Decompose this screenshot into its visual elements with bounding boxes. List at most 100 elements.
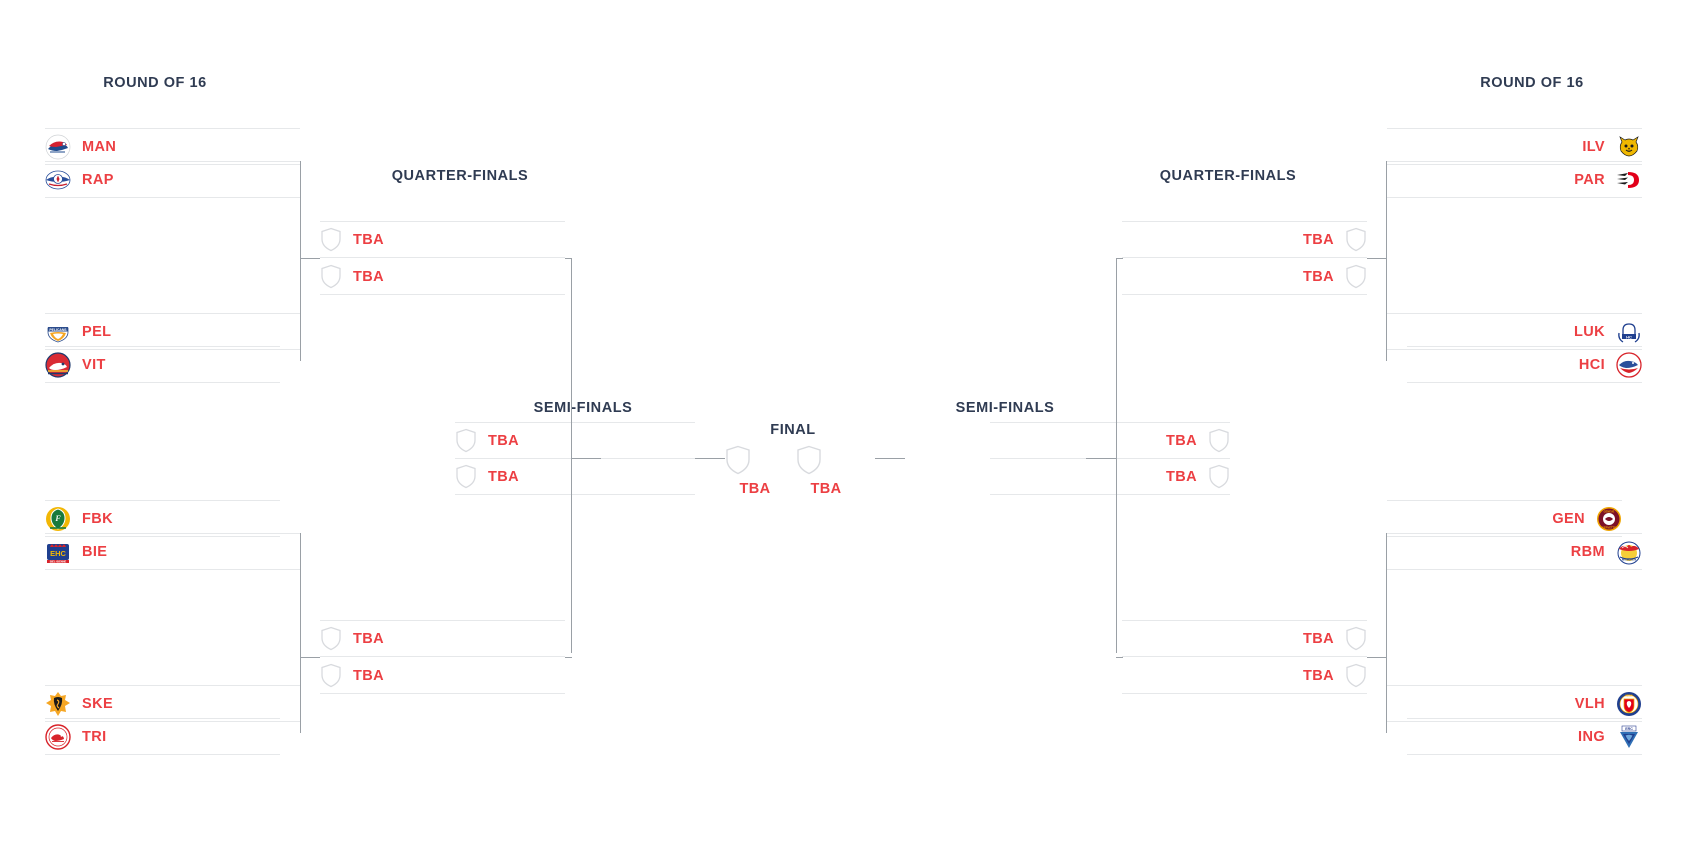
team-code: TBA bbox=[810, 481, 842, 497]
match-slot-r16-left-4[interactable]: VIT bbox=[45, 346, 280, 383]
slot-rule-bottom bbox=[45, 164, 300, 165]
slot-rule-top bbox=[45, 685, 300, 686]
placeholder-shield-icon bbox=[796, 445, 856, 475]
placeholder-shield-icon bbox=[725, 445, 785, 475]
match-slot-r16-right-8[interactable]: ERC ING bbox=[1407, 718, 1642, 755]
match-slot-sf-right-1[interactable]: TBA bbox=[990, 422, 1230, 459]
gen-crest-icon: GENEVE SERVETTE bbox=[1596, 506, 1622, 532]
slot-rule-top bbox=[45, 313, 300, 314]
connector-r16-left-2 bbox=[300, 533, 301, 733]
connector-r16-right-1 bbox=[1386, 161, 1387, 361]
team-code: VIT bbox=[82, 356, 106, 373]
match-slot-sf-left-1[interactable]: TBA bbox=[455, 422, 695, 459]
team-code: PEL bbox=[82, 323, 112, 340]
team-code: TBA bbox=[353, 630, 385, 647]
match-slot-r16-left-1[interactable]: MAN bbox=[45, 128, 300, 165]
team-code: ING bbox=[1578, 728, 1605, 745]
connector-r16-right-2-bottom bbox=[1386, 732, 1387, 733]
luk-crest-icon: HC bbox=[1616, 319, 1642, 345]
round-title-quarter-finals-right: QUARTER-FINALS bbox=[1159, 168, 1297, 184]
round-title-final: FINAL bbox=[770, 422, 816, 438]
match-slot-qf-right-4[interactable]: TBA bbox=[1122, 657, 1367, 694]
match-slot-r16-left-7[interactable]: SKE bbox=[45, 685, 300, 722]
team-code: PAR bbox=[1574, 171, 1605, 188]
slot-rule-bottom bbox=[320, 693, 565, 694]
match-slot-r16-left-5[interactable]: F FBK bbox=[45, 500, 280, 537]
par-crest-icon bbox=[1616, 167, 1642, 193]
slot-rule-bottom bbox=[1122, 294, 1367, 295]
slot-rule-top bbox=[45, 346, 280, 347]
match-slot-r16-right-2[interactable]: PAR bbox=[1387, 161, 1642, 198]
match-slot-qf-right-3[interactable]: TBA bbox=[1122, 620, 1367, 657]
team-code: TBA bbox=[353, 231, 385, 248]
team-code: GEN bbox=[1552, 510, 1585, 527]
slot-rule-bottom bbox=[1407, 382, 1642, 383]
slot-rule-bottom bbox=[1122, 693, 1367, 694]
connector-r16-left-1 bbox=[300, 161, 301, 361]
match-slot-r16-right-1[interactable]: ILV bbox=[1387, 128, 1642, 165]
connector-r16-right-2 bbox=[1386, 533, 1387, 733]
slot-rule-bottom bbox=[1387, 569, 1642, 570]
slot-rule-bottom bbox=[45, 536, 280, 537]
svg-text:SERVETTE: SERVETTE bbox=[1602, 525, 1616, 529]
team-code: RAP bbox=[82, 171, 114, 188]
team-code: TRI bbox=[82, 728, 107, 745]
placeholder-shield-icon bbox=[1345, 227, 1367, 252]
slot-rule-bottom bbox=[1122, 257, 1367, 258]
match-slot-qf-left-4[interactable]: TBA bbox=[320, 657, 565, 694]
final-team-right[interactable]: TBA bbox=[796, 445, 856, 497]
match-slot-r16-right-4[interactable]: HCI bbox=[1407, 346, 1642, 383]
svg-text:MUNCHEN: MUNCHEN bbox=[1622, 557, 1636, 561]
fbk-crest-icon: F bbox=[45, 506, 71, 532]
match-slot-qf-left-3[interactable]: TBA bbox=[320, 620, 565, 657]
connector-sf-left-to-final bbox=[695, 458, 725, 459]
match-slot-qf-left-1[interactable]: TBA bbox=[320, 221, 565, 258]
match-slot-r16-left-6[interactable]: EHC BIEL-BIENNE BIE bbox=[45, 533, 300, 570]
connector-r16-left-2-top bbox=[300, 533, 301, 534]
match-slot-r16-left-2[interactable]: RAP bbox=[45, 161, 300, 198]
vlh-crest-icon: VERVA bbox=[1616, 691, 1642, 717]
slot-rule-bottom bbox=[1122, 656, 1367, 657]
round-title-round-of-16-right: ROUND OF 16 bbox=[1480, 75, 1584, 91]
team-code: HCI bbox=[1578, 356, 1605, 373]
connector-r16-left-1-top bbox=[300, 161, 301, 162]
match-slot-r16-left-3[interactable]: PELICANS PEL bbox=[45, 313, 300, 350]
slot-rule-top bbox=[1387, 685, 1642, 686]
slot-rule-bottom bbox=[455, 494, 695, 495]
match-slot-sf-left-2[interactable]: TBA bbox=[455, 458, 695, 495]
svg-text:HC: HC bbox=[1626, 334, 1632, 339]
slot-rule-top bbox=[455, 422, 695, 423]
svg-text:EHC: EHC bbox=[50, 549, 66, 558]
match-slot-r16-right-3[interactable]: HC LUK bbox=[1387, 313, 1642, 350]
team-code: LUK bbox=[1573, 323, 1605, 340]
match-slot-r16-left-8[interactable]: TRI bbox=[45, 718, 280, 755]
placeholder-shield-icon bbox=[1345, 264, 1367, 289]
slot-rule-top bbox=[1407, 346, 1642, 347]
connector-qf-right-2-out bbox=[1116, 657, 1123, 658]
slot-rule-bottom bbox=[45, 754, 280, 755]
slot-rule-bottom bbox=[45, 721, 300, 722]
slot-rule-bottom bbox=[1387, 349, 1642, 350]
round-title-quarter-finals-left: QUARTER-FINALS bbox=[391, 168, 529, 184]
connector-r16-left-1-out bbox=[300, 258, 320, 259]
team-code: TBA bbox=[353, 667, 385, 684]
match-slot-r16-right-6[interactable]: MUNCHEN RBM bbox=[1387, 533, 1642, 570]
final-team-left[interactable]: TBA bbox=[725, 445, 785, 497]
match-slot-qf-right-2[interactable]: TBA bbox=[1122, 258, 1367, 295]
connector-r16-right-2-out bbox=[1367, 657, 1387, 658]
slot-rule-top bbox=[990, 422, 1230, 423]
match-slot-qf-left-2[interactable]: TBA bbox=[320, 258, 565, 295]
match-slot-sf-right-2[interactable]: TBA bbox=[990, 458, 1230, 495]
bie-crest-icon: EHC BIEL-BIENNE bbox=[45, 539, 71, 565]
slot-rule-top bbox=[1387, 533, 1642, 534]
round-title-semi-finals-right: SEMI-FINALS bbox=[955, 400, 1055, 416]
match-slot-qf-right-1[interactable]: TBA bbox=[1122, 221, 1367, 258]
hci-crest-icon bbox=[1616, 351, 1642, 378]
slot-rule-bottom bbox=[1387, 721, 1642, 722]
rbm-crest-icon: MUNCHEN bbox=[1616, 539, 1642, 565]
vit-crest-icon bbox=[45, 351, 71, 378]
team-code: TBA bbox=[1302, 268, 1334, 285]
match-slot-r16-right-5[interactable]: GENEVE SERVETTE GEN bbox=[1387, 500, 1622, 537]
match-slot-r16-right-7[interactable]: VERVA VLH bbox=[1387, 685, 1642, 722]
